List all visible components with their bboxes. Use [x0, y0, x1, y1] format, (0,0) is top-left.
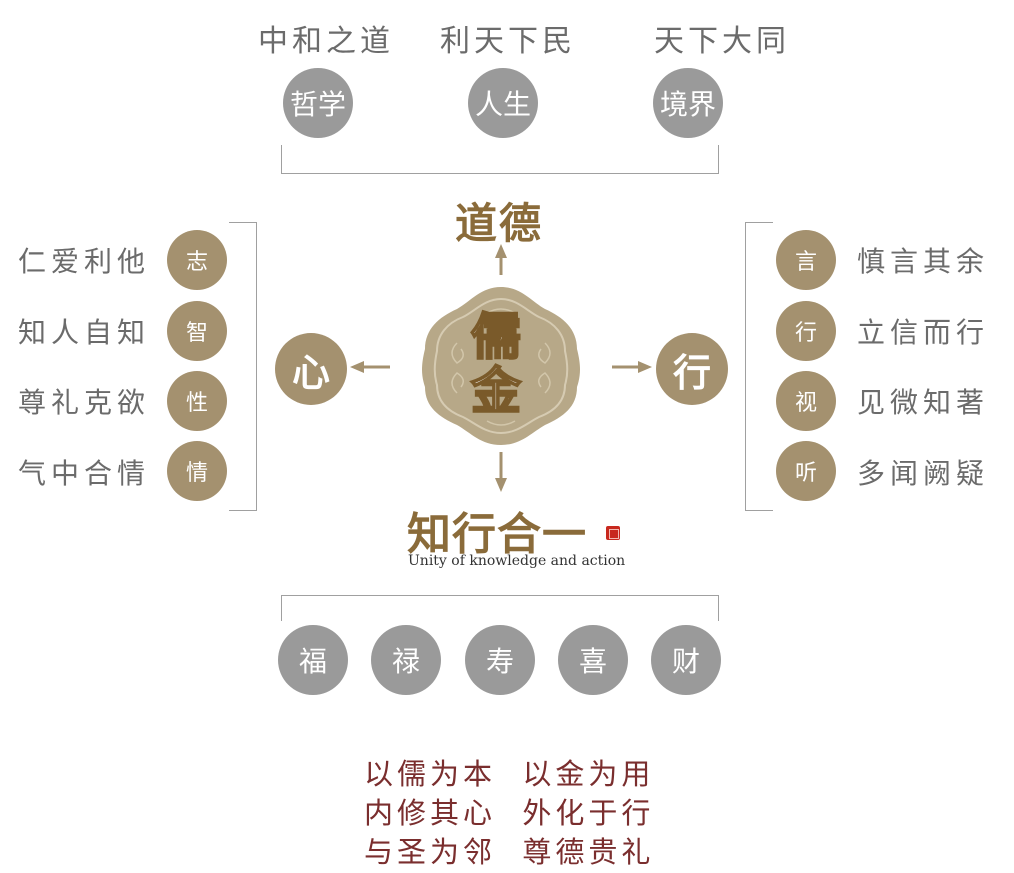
morality-title: 道德: [455, 199, 544, 248]
node-heart: 心: [275, 333, 347, 405]
circle-life: 人生: [468, 68, 538, 138]
circle-hearing: 听: [776, 441, 836, 501]
circle-longevity: 寿: [465, 625, 535, 695]
circle-realm: 境界: [653, 68, 723, 138]
right-phrase-3: 见微知著: [857, 386, 990, 419]
left-phrase-4: 气中合情: [18, 457, 151, 490]
top-bracket-bottom: [281, 173, 719, 174]
circle-fortune: 福: [278, 625, 348, 695]
unity-subtitle: Unity of knowledge and action: [408, 553, 626, 569]
unity-title: 知行合一: [407, 509, 587, 560]
right-phrase-2: 立信而行: [857, 316, 990, 349]
motto-line-2: 内修其心 外化于行: [364, 796, 655, 830]
right-phrase-4: 多闻阙疑: [857, 457, 990, 490]
circle-philosophy: 哲学: [283, 68, 353, 138]
top-phrase-3: 天下大同: [654, 24, 790, 59]
bottom-bracket-top: [281, 595, 719, 596]
medallion-char-ru: 儒: [470, 308, 522, 366]
top-phrase-2: 利天下民: [440, 24, 576, 59]
circle-wisdom: 智: [167, 301, 227, 361]
circle-emotion: 情: [167, 441, 227, 501]
motto-line-1: 以儒为本 以金为用: [364, 757, 655, 791]
circle-conduct: 行: [776, 301, 836, 361]
seal-stamp-icon: [606, 526, 620, 540]
circle-prosperity: 禄: [371, 625, 441, 695]
circle-sight: 视: [776, 371, 836, 431]
bottom-bracket-left: [281, 595, 282, 621]
left-bracket-top: [229, 222, 257, 223]
left-bracket-vertical: [256, 222, 257, 511]
medallion: 儒 金: [417, 283, 585, 448]
left-phrase-1: 仁爱利他: [18, 245, 151, 278]
motto-line-3: 与圣为邻 尊德贵礼: [364, 835, 655, 869]
left-phrase-2: 知人自知: [18, 316, 151, 349]
circle-nature: 性: [167, 371, 227, 431]
circle-wealth: 财: [651, 625, 721, 695]
circle-speech: 言: [776, 230, 836, 290]
medallion-char-jin: 金: [470, 362, 522, 420]
right-bracket-bottom: [745, 510, 773, 511]
top-bracket-right: [718, 145, 719, 174]
top-phrase-1: 中和之道: [258, 24, 394, 59]
right-bracket-vertical: [745, 222, 746, 511]
circle-happiness: 喜: [558, 625, 628, 695]
left-bracket-bottom: [229, 510, 257, 511]
medallion-emblem-icon: [422, 287, 580, 445]
node-action: 行: [656, 333, 728, 405]
bottom-bracket-right: [718, 595, 719, 621]
right-phrase-1: 慎言其余: [857, 245, 990, 278]
circle-will: 志: [167, 230, 227, 290]
left-phrase-3: 尊礼克欲: [18, 386, 151, 419]
top-bracket-left: [281, 145, 282, 174]
right-bracket-top: [745, 222, 773, 223]
